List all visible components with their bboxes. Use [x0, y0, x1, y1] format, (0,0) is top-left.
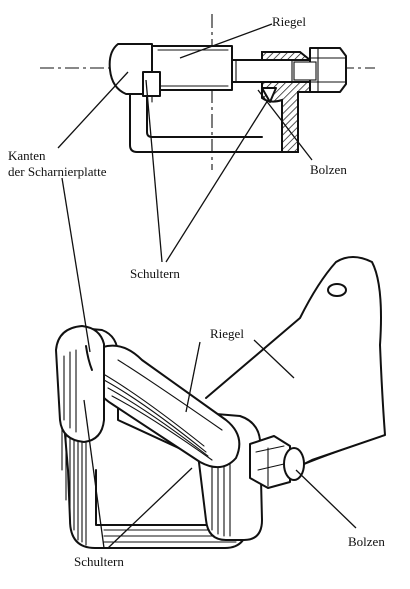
plate-edge: [299, 434, 386, 467]
leader-schultern-d: [107, 467, 193, 549]
bracket-outline: [129, 89, 299, 153]
left-bearing-block: [55, 325, 105, 443]
label-kanten-line2: der Scharnierplatte: [8, 164, 107, 179]
hinge-plate: [205, 256, 386, 467]
left-block-shading: [63, 349, 77, 433]
leader-riegel-top: [179, 23, 273, 59]
top-section-view: [40, 14, 375, 170]
bolt-head: [309, 47, 347, 93]
latch-knob: [108, 43, 153, 95]
label-schultern-bottom: Schultern: [74, 554, 124, 569]
leader-schultern-b: [165, 99, 269, 263]
leader-plate: [253, 339, 295, 379]
plate-hole: [327, 283, 347, 297]
bracket-inner-outline: [146, 89, 263, 138]
label-schultern-top: Schultern: [130, 266, 180, 281]
label-kanten-line1: Kanten: [8, 148, 46, 163]
leader-bolzen-bottom: [295, 469, 357, 529]
leader-schultern-a: [145, 79, 163, 263]
label-bolzen-top: Bolzen: [310, 162, 347, 177]
leader-lines: [57, 23, 357, 549]
leader-kanten-top: [57, 71, 129, 149]
label-riegel-bottom: Riegel: [210, 326, 244, 341]
bolt-tip: [261, 87, 277, 103]
plate-edge-mark: [85, 345, 93, 371]
latch-shading: [99, 359, 223, 461]
label-riegel-top: Riegel: [272, 14, 306, 29]
labels: Riegel Kanten der Scharnierplatte Bolzen…: [8, 14, 385, 569]
bolt-head-facets: [309, 47, 347, 93]
bolt-edges: [235, 59, 293, 83]
latch-edges: [157, 49, 229, 87]
bottom-isometric-view: [55, 256, 386, 549]
leader-kanten-bottom: [61, 177, 91, 353]
bolt-nut-facets: [255, 445, 285, 487]
leader-schultern-c: [83, 399, 105, 549]
latch-body: [149, 45, 233, 91]
leader-riegel-bottom: [185, 341, 201, 413]
bolt-thread-end: [293, 61, 317, 81]
label-bolzen-bottom: Bolzen: [348, 534, 385, 549]
bolt-nut: [249, 435, 291, 489]
shoulder-tab: [142, 71, 161, 97]
